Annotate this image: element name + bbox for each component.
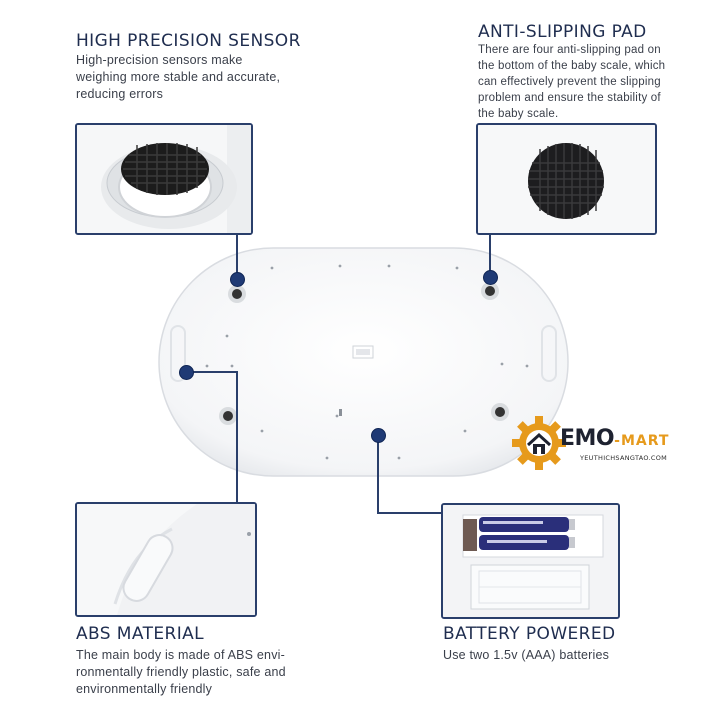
logo-mart-text: MART [620,433,670,449]
pad-description-line: problem and ensure the stability of [478,92,661,104]
battery-marker-dot [371,428,386,443]
abs-detail-panel [75,502,257,617]
pad-description-line: There are four anti-slipping pad on [478,44,661,56]
sensor-description-line: reducing errors [76,87,164,101]
abs-description: The main body is made of ABS envi- ronme… [76,647,286,698]
pad-description-line: the baby scale. [478,108,559,120]
battery-connector-vertical [377,434,379,514]
scale-bottom-image [157,246,570,478]
abs-heading: ABS MATERIAL [76,624,205,644]
sensor-description-line: weighing more stable and accurate, [76,70,281,84]
logo-dash: - [614,433,621,449]
pad-heading: ANTI-SLIPPING PAD [478,22,647,42]
sensor-detail-panel [75,123,253,235]
battery-detail-panel [441,503,620,619]
abs-connector-vertical [236,371,238,503]
pad-description: There are four anti-slipping pad on the … [478,42,665,122]
abs-description-line: The main body is made of ABS envi- [76,648,285,662]
battery-connector-horizontal [377,512,443,514]
battery-heading: BATTERY POWERED [443,624,616,644]
abs-connector-horizontal [185,371,238,373]
logo-emo-text: EMO [560,426,615,451]
abs-description-line: environmentally friendly [76,682,213,696]
gear-house-icon [512,416,566,470]
sensor-description-line: High-precision sensors make [76,53,243,67]
pad-connector [489,233,491,278]
logo-text: EMO-MART [560,426,669,451]
battery-description: Use two 1.5v (AAA) batteries [443,647,609,664]
pad-description-line: can effectively prevent the slipping [478,76,661,88]
pad-description-line: the bottom of the baby scale, which [478,60,666,72]
logo-website-text: YEUTHICHSANGTAO.COM [580,454,668,462]
emo-mart-logo: EMO-MART YEUTHICHSANGTAO.COM [510,412,690,474]
pad-marker-dot [483,270,498,285]
sensor-connector [236,233,238,278]
pad-detail-panel [476,123,657,235]
sensor-heading: HIGH PRECISION SENSOR [76,31,301,51]
abs-marker-dot [179,365,194,380]
sensor-description: High-precision sensors make weighing mor… [76,52,280,103]
sensor-marker-dot [230,272,245,287]
abs-description-line: ronmentally friendly plastic, safe and [76,665,286,679]
battery-description-line: Use two 1.5v (AAA) batteries [443,648,610,662]
